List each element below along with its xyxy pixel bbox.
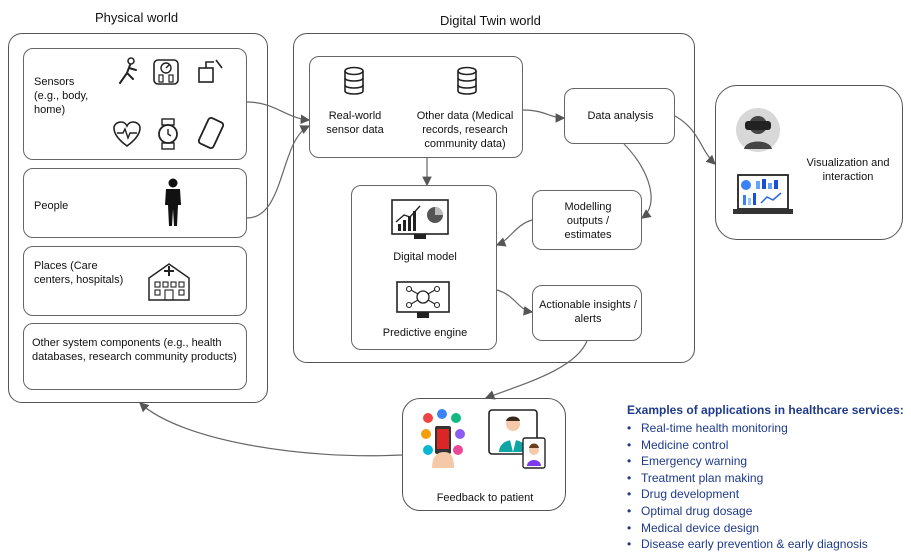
people-box: People: [23, 168, 247, 238]
telemedicine-icon: [488, 409, 546, 469]
application-item: Emergency warning: [627, 453, 868, 470]
mobile-health-app-icon: [421, 409, 465, 468]
smartwatch-icon: [158, 118, 178, 150]
ai-monitor-icon: [396, 281, 450, 318]
other-components-box: Other system components (e.g., health da…: [23, 323, 247, 390]
application-item: Drug development: [627, 486, 868, 503]
heart-rate-icon: [113, 121, 141, 147]
digital-twin-world-title: Digital Twin world: [440, 13, 541, 28]
modelling-outputs-box: Modelling outputs / estimates: [532, 190, 642, 250]
digital-model-label: Digital model: [393, 251, 457, 263]
database-icon: [457, 66, 477, 95]
people-label: People: [34, 200, 69, 212]
places-label: Places (Care centers, hospitals): [34, 260, 124, 286]
application-item: Medical device design: [627, 520, 868, 537]
actionable-insights-label: Actionable insights / alerts: [539, 299, 637, 325]
hospital-icon: [148, 263, 190, 301]
physical-world-title: Physical world: [95, 10, 179, 25]
actionable-insights-box: Actionable insights / alerts: [532, 285, 642, 341]
other-components-label: Other system components (e.g., health da…: [32, 337, 237, 363]
places-box: Places (Care centers, hospitals): [23, 246, 247, 316]
exercise-sensor-icon: [119, 57, 137, 84]
vr-headset-icon: [736, 108, 780, 152]
data-analysis-label: Data analysis: [587, 110, 654, 122]
visualization-panel: Visualization and interaction: [715, 85, 903, 240]
person-icon: [165, 178, 181, 226]
applications-list: Real-time health monitoring Medicine con…: [627, 420, 868, 553]
feedback-label: Feedback to patient: [436, 492, 534, 504]
application-item: Disease early prevention & early diagnos…: [627, 536, 868, 553]
other-data-label: Other data (Medical records, research co…: [416, 110, 514, 150]
scale-sensor-icon: [153, 59, 179, 85]
sensors-label: Sensors (e.g., body, home): [34, 76, 89, 116]
data-analysis-box: Data analysis: [564, 88, 675, 144]
arrow-feedback-to-physical: [139, 402, 403, 457]
mobile-phone-icon: [197, 117, 225, 149]
application-item: Medicine control: [627, 437, 868, 454]
chart-monitor-icon: [391, 199, 449, 239]
application-item: Real-time health monitoring: [627, 420, 868, 437]
modelling-outputs-label: Modelling outputs / estimates: [564, 201, 612, 241]
sensors-box: Sensors (e.g., body, home): [23, 48, 247, 160]
home-device-sensor-icon: [198, 59, 223, 83]
analytics-laptop-icon: [733, 174, 793, 214]
applications-title: Examples of applications in healthcare s…: [627, 403, 904, 417]
application-item: Optimal drug dosage: [627, 503, 868, 520]
application-item: Treatment plan making: [627, 470, 868, 487]
predictive-engine-label: Predictive engine: [382, 327, 468, 339]
data-sources-box: Real-world sensor data Other data (Medic…: [309, 56, 523, 158]
database-icon: [344, 66, 364, 95]
visualization-label: Visualization and interaction: [806, 157, 890, 183]
model-engine-box: Digital model Predictive engine: [351, 185, 497, 350]
realworld-sensor-data-label: Real-world sensor data: [326, 110, 384, 136]
